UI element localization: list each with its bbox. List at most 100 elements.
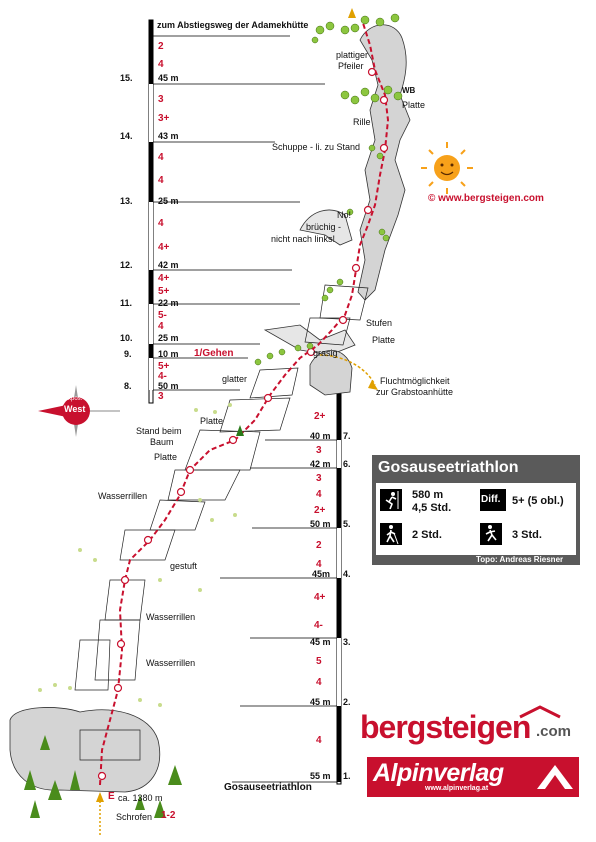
grade: 5+ (158, 286, 170, 297)
grade: 4+ (158, 242, 170, 253)
alpinverlag-logo-text: Alpinverlag (373, 759, 504, 787)
label-rille: Rille (353, 117, 371, 127)
grade: 4 (158, 175, 164, 186)
label-grasig: grasig (313, 348, 338, 358)
grade: 2+ (314, 505, 326, 516)
info-approach-time: 2 Std. (412, 529, 442, 541)
escape-route (319, 354, 376, 386)
grade: 4- (314, 620, 323, 631)
grade: 4 (316, 677, 322, 688)
alpinverlag-logo[interactable]: Alpinverlag www.alpinverlag.at (367, 757, 579, 797)
approach-hiker-icon (380, 523, 402, 545)
label-glatter: glatter (222, 374, 248, 384)
compass-west-label: West (64, 404, 86, 414)
bergsteigen-logo-text: bergsteigen (360, 709, 531, 745)
grade: 3 (316, 473, 322, 484)
label-flucht1: Fluchtmöglichkeit (380, 376, 450, 386)
info-difficulty: 5+ (5 obl.) (512, 495, 564, 507)
pitch-number: 12. (120, 260, 133, 270)
compass-expos-label: Expos. (64, 396, 83, 402)
info-content: 580 m 4,5 Std. Diff. 5+ (5 obl.) 2 Std. … (376, 483, 576, 555)
grade: 1/Gehen (194, 348, 234, 359)
pitch-number: 8. (124, 381, 132, 391)
grade: 3 (316, 445, 322, 456)
pitch-length: 55 m (310, 771, 331, 781)
descent-icon (480, 523, 502, 545)
pitch-length: 10 m (158, 349, 179, 359)
alpinverlag-url: www.alpinverlag.at (425, 785, 489, 792)
label-bruechig: brüchig - (306, 222, 342, 232)
pitch-number: 4. (343, 569, 351, 579)
pitch-number: 7. (343, 431, 351, 441)
label-wasserrillen-2: Wasserrillen (146, 612, 196, 622)
label-start-e: E (108, 791, 115, 802)
pitch-number: 9. (124, 349, 132, 359)
pitch-length: 25 m (158, 196, 179, 206)
grade: 3 (158, 391, 164, 402)
grade: 2 (316, 540, 322, 551)
bergsteigen-logo[interactable]: bergsteigen .com (360, 703, 580, 748)
grade: 4 (158, 218, 164, 229)
bergsteigen-logo-tld: .com (536, 723, 572, 740)
grade: 5- (158, 310, 167, 321)
pitch-length: 42 m (310, 459, 331, 469)
grade: 2 (158, 41, 164, 52)
pitch-number: 10. (120, 333, 133, 343)
left-pitch-bar (148, 19, 325, 404)
difficulty-icon: Diff. (480, 489, 506, 511)
grade: 4 (158, 59, 164, 70)
pitch-length: 45 m (158, 73, 179, 83)
info-title: Gosauseetriathlon (378, 459, 519, 476)
pitch-number: 14. (120, 131, 133, 141)
pitch-length: 45m (312, 569, 331, 579)
info-length: 580 m (412, 489, 444, 501)
top-exit-label: zum Abstiegsweg der Adamekhütte (157, 20, 309, 30)
pitch-length: 42 m (158, 260, 179, 270)
label-plattiger: plattiger (336, 50, 369, 60)
grade: 2+ (314, 411, 326, 422)
label-platte-top: Platte (402, 100, 426, 110)
grade: 4 (158, 152, 164, 163)
pitch-number: 1. (343, 771, 351, 781)
label-platte-low2: Platte (154, 452, 178, 462)
belay-stations (97, 67, 389, 781)
pitch-length: 50 m (158, 381, 179, 391)
grade: 4+ (158, 273, 170, 284)
label-platte-low: Platte (200, 416, 224, 426)
grade: 4 (158, 321, 164, 332)
grade: 4 (316, 489, 322, 500)
pitch-number: 6. (343, 459, 351, 469)
trees (24, 735, 182, 818)
info-descent-time: 3 Std. (512, 529, 542, 541)
label-start-height: ca. 1380 m (118, 793, 163, 803)
grade: 5+ (158, 361, 170, 372)
label-schrofen-grade: 1-2 (161, 810, 176, 821)
pitch-number: 11. (120, 298, 133, 308)
grade: 5 (316, 656, 322, 667)
pitch-number: 3. (343, 637, 351, 647)
pitch-number: 5. (343, 519, 351, 529)
grade: 3 (158, 94, 164, 105)
label-flucht2: zur Grabstoanhütte (376, 387, 454, 397)
pitch-length: 45 m (310, 697, 331, 707)
climber-icon (380, 489, 402, 511)
info-diff-label: Diff. (481, 494, 501, 505)
grade: 4- (158, 371, 167, 382)
pitch-number: 15. (120, 73, 133, 83)
label-nicht-links: nicht nach links! (271, 234, 336, 244)
pitch-length: 45 m (310, 637, 331, 647)
label-stufen: Stufen (366, 318, 393, 328)
pitch-length: 50 m (310, 519, 331, 529)
right-pitch-bar (220, 393, 342, 785)
route-name-bottom: Gosauseetriathlon (224, 782, 312, 793)
label-schuppe: Schuppe - li. zu Stand (272, 142, 361, 152)
label-schrofen: Schrofen (116, 812, 153, 822)
grade: 4+ (314, 592, 326, 603)
route-info-box: Gosauseetriathlon 580 m 4,5 Std. Diff. 5… (372, 455, 580, 565)
grade: 4 (316, 559, 322, 570)
label-pfeiler: Pfeiler (338, 61, 364, 71)
label-stand-beim: Stand beim (136, 426, 182, 436)
label-wb: WB (402, 86, 416, 95)
pitch-number: 2. (343, 697, 351, 707)
